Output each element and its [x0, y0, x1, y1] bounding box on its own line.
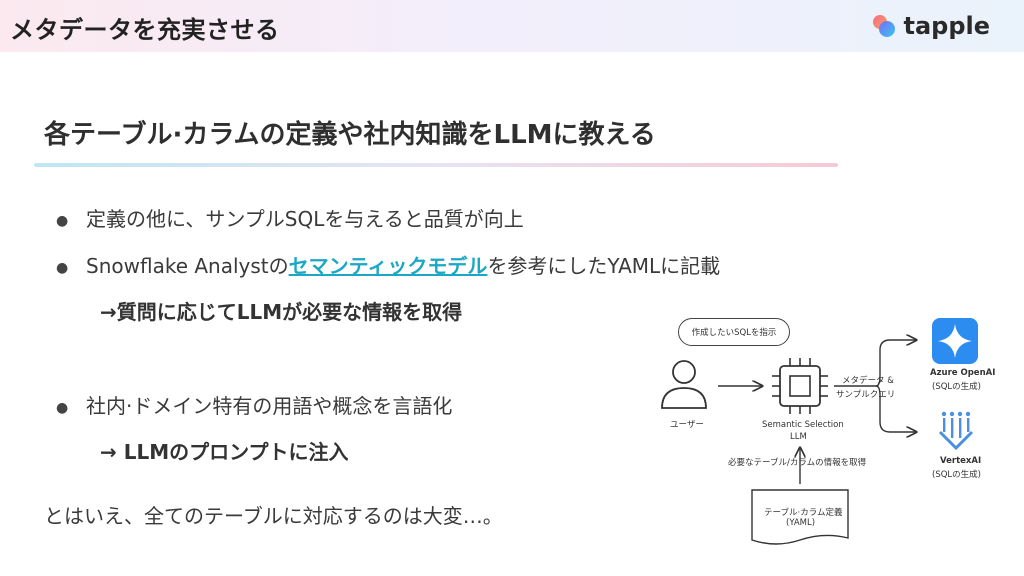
vertex-label-2: (SQLの生成)	[932, 470, 981, 480]
arrow-label-1: メタデータ &	[842, 376, 894, 386]
semantic-model-link[interactable]: セマンティックモデル	[288, 254, 488, 278]
bullet-3: ● 社内·ドメイン特有の用語や概念を言語化	[56, 390, 452, 419]
vertex-label-1: VertexAI	[940, 456, 982, 466]
footer-note: とはいえ、全てのテーブルに対応するのは大変…。	[44, 504, 503, 528]
logo-text: tapple	[903, 12, 990, 40]
arrow-to-azure	[875, 340, 916, 387]
section-heading: 各テーブル·カラムの定義や社内知識をLLMに教える	[44, 120, 656, 150]
heading-underline	[34, 163, 838, 167]
instruction-bubble: 作成したいSQLを指示	[678, 318, 790, 346]
bullet-dot-icon: ●	[56, 259, 69, 276]
bullet-3-sub: → LLMのプロンプトに注入	[100, 440, 349, 464]
arrow-to-vertex	[875, 385, 916, 432]
bullet-1-text: 定義の他に、サンプルSQLを与えると品質が向上	[86, 207, 524, 231]
yaml-label-2: (YAML)	[786, 518, 816, 528]
bullet-2-suffix: を参考にしたYAMLに記載	[487, 254, 721, 278]
llm-label-1: Semantic Selection	[762, 420, 844, 430]
tapple-logo-icon	[871, 13, 897, 39]
arrow-label-2: サンプルクエリ	[836, 390, 896, 400]
azure-label-2: (SQLの生成)	[932, 382, 981, 392]
bullet-dot-icon: ●	[56, 399, 69, 416]
bullet-2: ● Snowflake Analystのセマンティックモデルを参考にしたYAMLに…	[56, 250, 720, 279]
header-bar	[0, 0, 1024, 52]
azure-label-1: Azure OpenAI	[930, 368, 996, 378]
user-icon	[661, 360, 707, 409]
bullet-2-sub: →質問に応じてLLMが必要な情報を取得	[100, 300, 463, 324]
fetch-label: 必要なテーブル/カラムの情報を取得	[728, 458, 867, 468]
bullet-2-prefix: Snowflake Analystの	[86, 254, 289, 278]
llm-label-2: LLM	[790, 432, 807, 442]
bullet-dot-icon: ●	[56, 212, 69, 229]
slide-title: メタデータを充実させる	[10, 16, 280, 44]
bullet-1: ● 定義の他に、サンプルSQLを与えると品質が向上	[56, 203, 524, 232]
yaml-document-icon	[751, 489, 849, 545]
user-label: ユーザー	[670, 420, 704, 430]
vertex-ai-icon	[938, 411, 974, 451]
diagram-shapes	[661, 318, 978, 545]
azure-openai-icon	[932, 318, 978, 364]
yaml-label-1: テーブル·カラム定義	[764, 508, 843, 518]
tapple-logo: tapple	[871, 12, 990, 40]
architecture-diagram: 作成したいSQLを指示 ユーザー Semantic Selection LLM …	[648, 306, 1008, 556]
bullet-3-text: 社内·ドメイン特有の用語や概念を言語化	[86, 394, 453, 418]
chip-icon	[772, 358, 828, 414]
